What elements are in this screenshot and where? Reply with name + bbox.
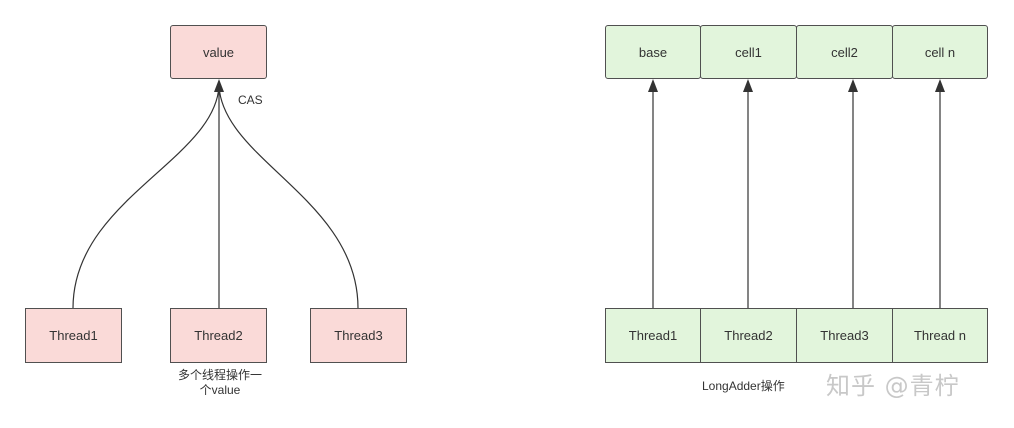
arrowhead-base [648, 79, 658, 92]
left-thread1-box: Thread1 [25, 308, 122, 363]
arrowhead-celln [935, 79, 945, 92]
left-caption: 多个线程操作一 个value [160, 368, 280, 398]
left-caption-line1: 多个线程操作一 [177, 368, 262, 382]
cas-label: CAS [238, 93, 263, 107]
arrowhead-cell1 [743, 79, 753, 92]
cell-cell2-box: cell2 [796, 25, 893, 79]
right-threadn-box: Thread n [892, 308, 988, 363]
right-thread3-box: Thread3 [796, 308, 893, 363]
left-connectors [72, 85, 359, 309]
right-thread1-box: Thread1 [605, 308, 701, 363]
right-connectors [652, 90, 941, 308]
right-thread2-box: Thread2 [700, 308, 797, 363]
right-caption: LongAdder操作 [702, 379, 785, 393]
cell-base-box: base [605, 25, 701, 79]
connector-thread1-value [72, 85, 220, 309]
arrowhead-value [214, 79, 224, 92]
left-thread3-box: Thread3 [310, 308, 407, 363]
watermark: 知乎 @青柠 [826, 372, 960, 400]
cell-celln-box: cell n [892, 25, 988, 79]
left-thread2-box: Thread2 [170, 308, 267, 363]
value-box: value [170, 25, 267, 79]
arrowhead-cell2 [848, 79, 858, 92]
cell-cell1-box: cell1 [700, 25, 797, 79]
connector-thread3-value [218, 85, 359, 309]
left-caption-line2: 个value [199, 383, 241, 397]
